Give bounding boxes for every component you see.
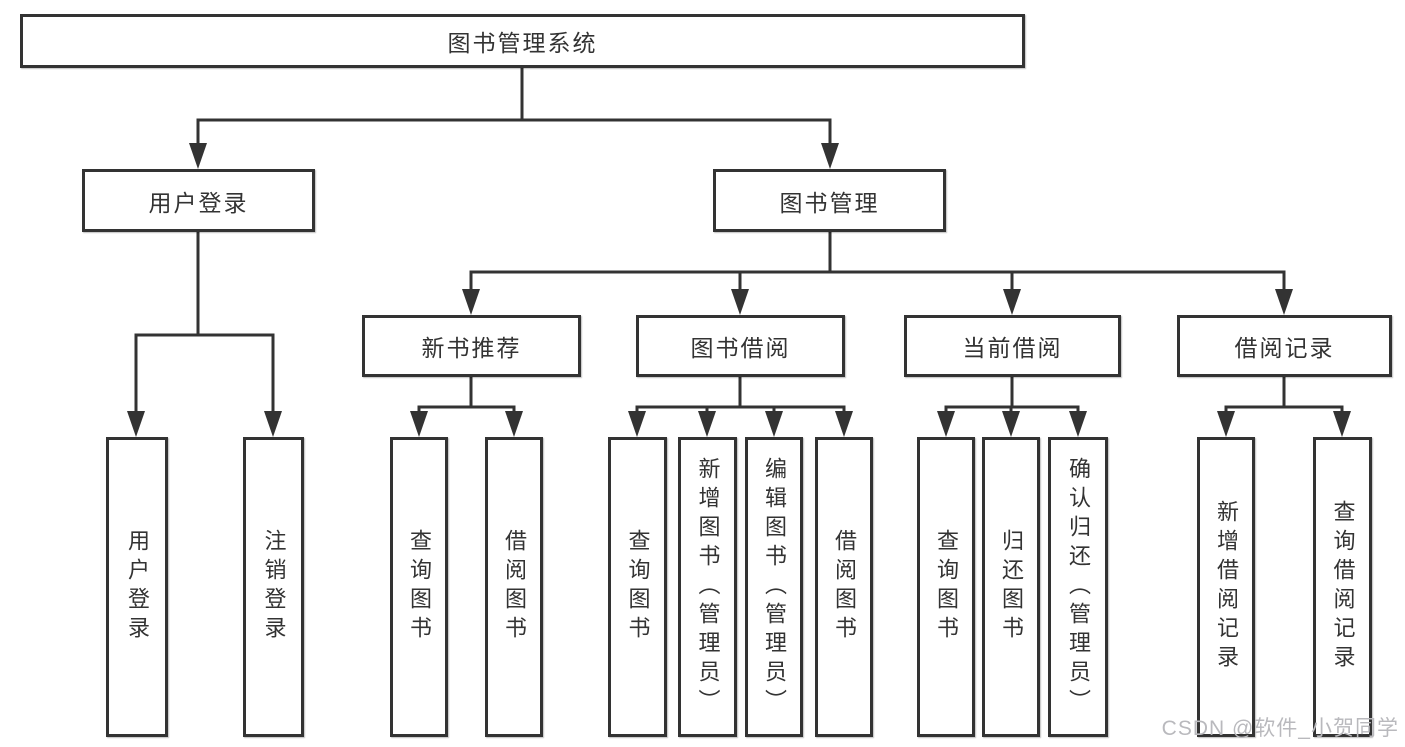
leaf-logout: 注销登录 — [243, 437, 304, 737]
leaf-query-book-current: 查询图书 — [917, 437, 975, 737]
node-current-borrow: 当前借阅 — [904, 315, 1121, 377]
arrowhead-icon — [1217, 411, 1235, 437]
leaf-query-book-borrow: 查询图书 — [608, 437, 667, 737]
node-label: 借阅图书 — [502, 529, 527, 645]
arrowhead-icon — [505, 411, 523, 437]
connector-root-to-level2 — [196, 68, 832, 150]
arrowhead-icon — [127, 411, 145, 437]
node-label: 查询借阅记录 — [1330, 500, 1356, 674]
node-label: 查询图书 — [407, 529, 432, 645]
leaf-return-book: 归还图书 — [982, 437, 1040, 737]
node-label: 用户登录 — [125, 529, 150, 645]
node-user-login: 用户登录 — [82, 169, 315, 232]
leaf-add-book-admin: 新增图书（管理员） — [678, 437, 737, 737]
node-borrow-records: 借阅记录 — [1177, 315, 1392, 377]
arrowheads — [127, 143, 1351, 437]
arrowhead-icon — [1002, 411, 1020, 437]
node-label: 图书管理 — [779, 189, 880, 216]
connector-userlogin-to-leaves — [134, 232, 275, 418]
arrowhead-icon — [264, 411, 282, 437]
node-label: 用户登录 — [148, 189, 249, 216]
arrowhead-icon — [1333, 411, 1351, 437]
leaf-confirm-return-admin: 确认归还（管理员） — [1048, 437, 1108, 737]
arrowhead-icon — [821, 143, 839, 169]
arrowhead-icon — [698, 411, 716, 437]
node-label: 查询图书 — [934, 529, 959, 645]
arrowhead-icon — [462, 289, 480, 315]
leaf-borrow-book: 借阅图书 — [815, 437, 873, 737]
arrowhead-icon — [628, 411, 646, 437]
leaf-query-borrow-record: 查询借阅记录 — [1313, 437, 1372, 737]
connector-newbook-to-leaves — [417, 377, 516, 418]
leaf-edit-book-admin: 编辑图书（管理员） — [745, 437, 803, 737]
node-label: 归还图书 — [999, 529, 1024, 645]
arrowhead-icon — [410, 411, 428, 437]
arrowhead-icon — [937, 411, 955, 437]
node-label: 新书推荐 — [421, 335, 522, 361]
node-label: 查询图书 — [625, 529, 651, 645]
node-label: 借阅记录 — [1234, 335, 1335, 361]
node-label: 当前借阅 — [962, 335, 1063, 361]
node-label: 借阅图书 — [832, 529, 857, 645]
node-root: 图书管理系统 — [20, 14, 1025, 68]
watermark-text: CSDN @软件_小贺同学 — [1161, 717, 1399, 740]
connector-bookmgmt-to-level3 — [469, 232, 1286, 296]
arrowhead-icon — [835, 411, 853, 437]
node-label: 图书管理系统 — [447, 30, 598, 56]
node-book-borrow: 图书借阅 — [636, 315, 845, 377]
arrowhead-icon — [1069, 411, 1087, 437]
leaf-user-login: 用户登录 — [106, 437, 168, 737]
arrowhead-icon — [731, 289, 749, 315]
leaf-add-borrow-record: 新增借阅记录 — [1197, 437, 1255, 737]
connector-records-to-leaves — [1224, 377, 1344, 418]
arrowhead-icon — [1275, 289, 1293, 315]
arrowhead-icon — [765, 411, 783, 437]
arrowhead-icon — [189, 143, 207, 169]
arrowhead-icon — [1003, 289, 1021, 315]
node-label: 注销登录 — [261, 529, 287, 645]
node-label: 编辑图书（管理员） — [762, 456, 787, 718]
connector-bookborrow-to-leaves — [635, 377, 846, 418]
node-label: 图书借阅 — [690, 335, 791, 361]
leaf-borrow-book-recommend: 借阅图书 — [485, 437, 543, 737]
node-label: 新增图书（管理员） — [695, 456, 721, 718]
node-label: 新增借阅记录 — [1214, 500, 1239, 674]
leaf-query-book-recommend: 查询图书 — [390, 437, 448, 737]
node-book-management: 图书管理 — [713, 169, 946, 232]
node-new-book-recommend: 新书推荐 — [362, 315, 581, 377]
node-label: 确认归还（管理员） — [1066, 456, 1091, 718]
